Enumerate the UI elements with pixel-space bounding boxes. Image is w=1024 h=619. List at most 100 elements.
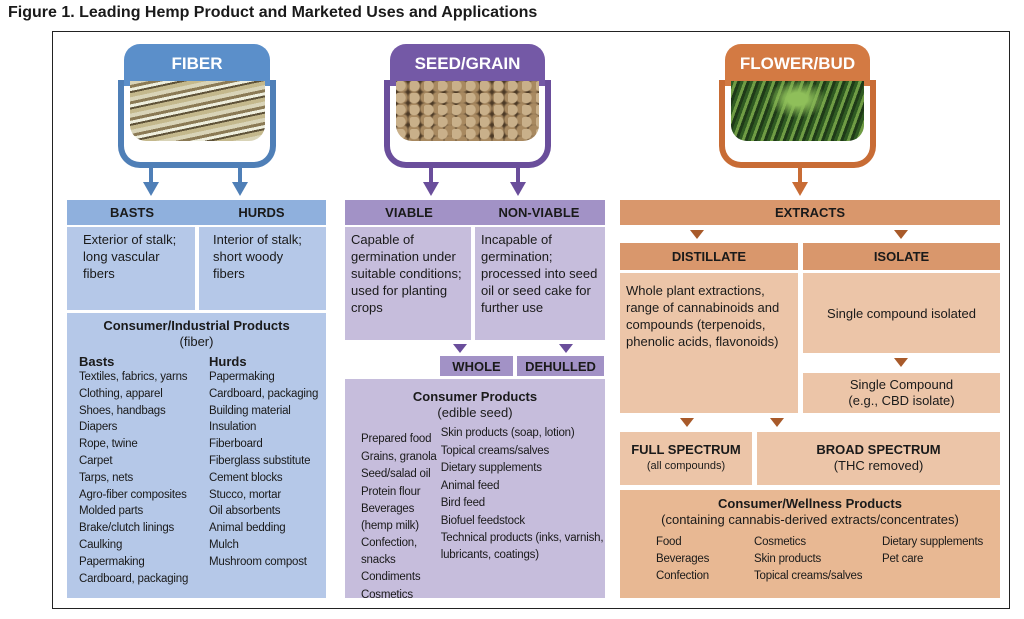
list-item: Confection, snacks bbox=[361, 537, 417, 566]
isolate-description: Single compound isolated bbox=[803, 273, 1000, 353]
wellness-products-box: Consumer/Wellness Products (containing c… bbox=[620, 490, 1000, 598]
list-item: Bird feed bbox=[440, 497, 485, 509]
isolate-header: ISOLATE bbox=[803, 243, 1000, 270]
list-item: Technical products (inks, varnish, lubri… bbox=[440, 532, 604, 561]
list-item: Agro-fiber composites bbox=[79, 488, 187, 501]
list-item: Skin products (soap, lotion) bbox=[440, 427, 575, 439]
list-item: Fiberboard bbox=[209, 438, 263, 451]
list-item: Confection bbox=[656, 569, 709, 582]
list-item: Cosmetics bbox=[754, 536, 806, 548]
list-item: Mulch bbox=[209, 538, 239, 551]
arrow-down-icon bbox=[453, 344, 467, 353]
list-item: Building material bbox=[209, 404, 291, 417]
list-item: Grains, granola bbox=[361, 450, 437, 463]
list-item: Dietary supplements bbox=[440, 462, 542, 474]
flower-tab: FLOWER/BUD bbox=[725, 44, 870, 86]
list-item: Animal feed bbox=[440, 479, 500, 492]
distillate-description: Whole plant extractions, range of cannab… bbox=[620, 273, 798, 413]
list-item: Cardboard, packaging bbox=[209, 387, 319, 400]
arrow-down-icon bbox=[894, 230, 908, 239]
list-item: Molded parts bbox=[79, 505, 144, 518]
hurds-description: Interior of stalk; short woody fibers bbox=[199, 227, 326, 310]
single-compound-title: Single Compound bbox=[849, 377, 954, 392]
list-item: Cosmetics bbox=[361, 588, 413, 601]
distillate-header: DISTILLATE bbox=[620, 243, 798, 270]
arrow-down-icon bbox=[510, 182, 526, 196]
arrow-down-icon bbox=[143, 182, 159, 196]
list-item: Oil absorbents bbox=[209, 505, 281, 518]
list-item: Seed/salad oil bbox=[361, 468, 431, 480]
single-compound-box: Single Compound (e.g., CBD isolate) bbox=[803, 373, 1000, 413]
list-item: Beverages (hemp milk) bbox=[361, 503, 419, 532]
list-item: Protein flour bbox=[361, 485, 421, 498]
fiber-tab: FIBER bbox=[124, 44, 270, 86]
list-item: Tarps, nets bbox=[79, 471, 134, 484]
list-item: Animal bedding bbox=[209, 522, 286, 535]
full-spectrum-subtitle: (all compounds) bbox=[646, 460, 726, 472]
list-item: Caulking bbox=[79, 538, 123, 551]
wellness-products-subtitle: (containing cannabis-derived extracts/co… bbox=[661, 512, 959, 527]
basts-description: Exterior of stalk; long vascular fibers bbox=[67, 227, 195, 310]
fiber-cup bbox=[118, 80, 276, 168]
fiber-products-subtitle: (fiber) bbox=[179, 334, 214, 349]
arrow-down-icon bbox=[559, 344, 573, 353]
list-item: Papermaking bbox=[79, 555, 145, 568]
broad-spectrum-title: BROAD SPECTRUM bbox=[816, 442, 941, 457]
seed-tab: SEED/GRAIN bbox=[390, 44, 545, 86]
seed-products-title: Consumer Products bbox=[412, 389, 538, 404]
whole-label: WHOLE bbox=[440, 356, 513, 376]
arrow-down-icon bbox=[690, 230, 704, 239]
figure-title: Figure 1. Leading Hemp Product and Marke… bbox=[8, 4, 538, 21]
fiber-products-title: Consumer/Industrial Products bbox=[103, 318, 290, 333]
list-item: Stucco, mortar bbox=[209, 488, 281, 501]
list-item: Condiments bbox=[361, 571, 421, 583]
basts-column-head: Basts bbox=[79, 354, 115, 369]
list-item: Biofuel feedstock bbox=[440, 514, 525, 527]
list-item: Fiberglass substitute bbox=[209, 454, 311, 467]
seed-cup bbox=[384, 80, 551, 168]
viable-description: Capable of germination under suitable co… bbox=[345, 227, 471, 340]
list-item: Clothing, apparel bbox=[79, 387, 163, 400]
hurds-column-head: Hurds bbox=[209, 354, 247, 369]
arrow-down-icon bbox=[894, 358, 908, 367]
seed-arrow-stem bbox=[429, 165, 433, 183]
fiber-products-box: Consumer/Industrial Products (fiber) Bas… bbox=[67, 313, 326, 598]
list-item: Cement blocks bbox=[209, 471, 283, 484]
extracts-header: EXTRACTS bbox=[620, 200, 1000, 225]
list-item: Cardboard, packaging bbox=[79, 572, 189, 585]
arrow-down-icon bbox=[232, 182, 248, 196]
list-item: Skin products bbox=[754, 552, 822, 565]
full-spectrum-title: FULL SPECTRUM bbox=[631, 442, 741, 457]
single-compound-subtitle: (e.g., CBD isolate) bbox=[848, 393, 955, 408]
viable-header: VIABLE bbox=[345, 200, 473, 225]
list-item: Textiles, fabrics, yarns bbox=[79, 371, 188, 383]
broad-spectrum-box: BROAD SPECTRUM (THC removed) bbox=[757, 432, 1000, 485]
list-item: Brake/clutch linings bbox=[79, 522, 175, 535]
arrow-down-icon bbox=[680, 418, 694, 427]
nonviable-description: Incapable of germination; processed into… bbox=[475, 227, 605, 340]
arrow-down-icon bbox=[792, 182, 808, 196]
basts-header: BASTS bbox=[67, 200, 197, 225]
fiber-arrow-stem bbox=[149, 165, 153, 183]
hurds-header: HURDS bbox=[197, 200, 326, 225]
list-item: Pet care bbox=[882, 552, 924, 565]
dehulled-label: DEHULLED bbox=[517, 356, 604, 376]
list-item: Food bbox=[656, 536, 682, 548]
list-item: Topical creams/salves bbox=[440, 444, 550, 457]
fiber-image bbox=[130, 81, 265, 141]
figure-frame bbox=[52, 31, 1010, 609]
list-item: Diapers bbox=[79, 421, 118, 434]
nonviable-header: NON-VIABLE bbox=[473, 200, 605, 225]
list-item: Prepared food bbox=[361, 433, 432, 445]
arrow-down-icon bbox=[770, 418, 784, 427]
fiber-arrow-stem bbox=[238, 165, 242, 183]
arrow-down-icon bbox=[423, 182, 439, 196]
list-item: Shoes, handbags bbox=[79, 404, 166, 417]
full-spectrum-box: FULL SPECTRUM (all compounds) bbox=[620, 432, 752, 485]
seed-image bbox=[396, 81, 539, 141]
list-item: Insulation bbox=[209, 421, 257, 434]
flower-cup bbox=[719, 80, 876, 168]
list-item: Carpet bbox=[79, 454, 113, 467]
broad-spectrum-subtitle: (THC removed) bbox=[833, 458, 924, 473]
wellness-products-title: Consumer/Wellness Products bbox=[718, 496, 902, 511]
